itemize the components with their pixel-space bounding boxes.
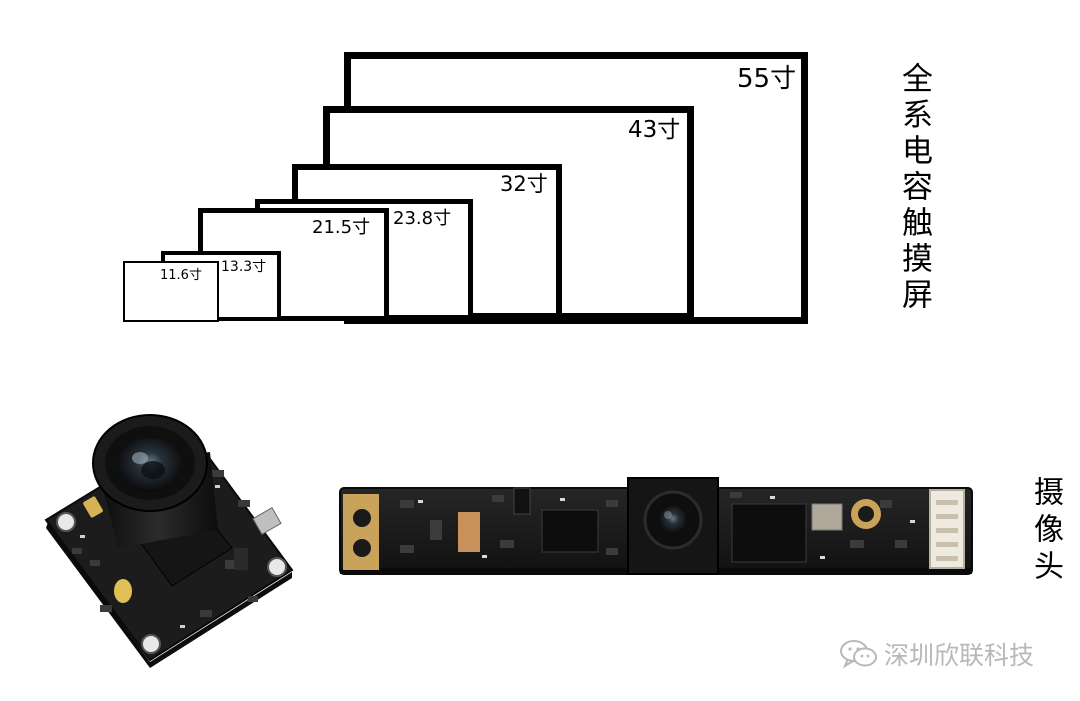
screen-frame-11-6: [123, 261, 219, 322]
touch-screen-title: 全系电容触摸屏: [896, 62, 932, 314]
wechat-icon: [840, 640, 877, 669]
screen-size-label-21-5: 21.5寸: [312, 217, 371, 238]
usb-camera-bar-module: [339, 477, 973, 575]
screen-size-label-23-8: 23.8寸: [393, 208, 452, 229]
screen-size-label-55: 55寸: [737, 64, 797, 94]
screen-size-label-32: 32寸: [500, 172, 548, 196]
screen-size-label-13-3: 13.3寸: [221, 259, 267, 275]
watermark-text: 深圳欣联科技: [884, 641, 1035, 670]
screen-size-label-43: 43寸: [628, 117, 681, 143]
camera-title: 摄像头: [1028, 476, 1063, 587]
watermark: 深圳欣联科技: [840, 636, 1034, 672]
screen-size-label-11-6: 11.6寸: [160, 268, 202, 283]
square-camera-module: [44, 414, 294, 668]
